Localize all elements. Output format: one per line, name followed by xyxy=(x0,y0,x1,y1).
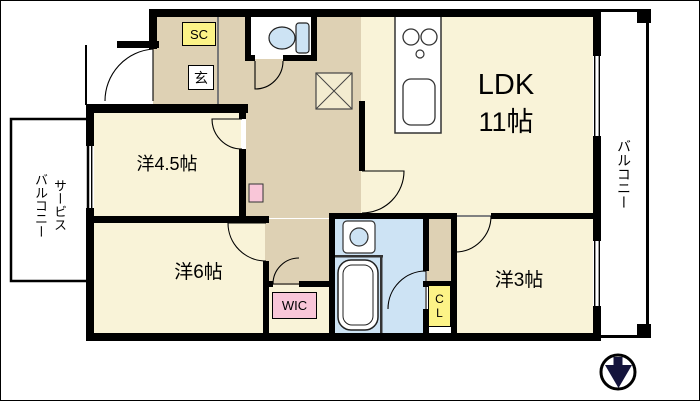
toilet-door-arc xyxy=(254,60,284,90)
balcony-label: バルコニー xyxy=(616,138,632,209)
hall-floor-top xyxy=(317,15,361,65)
genkan-step-line xyxy=(217,15,219,107)
room-label-western-4-5: 洋4.5帖 xyxy=(136,154,198,174)
bathroom xyxy=(333,255,383,335)
walk-in-closet-label: WIC xyxy=(272,292,317,319)
western-6-door-arc xyxy=(227,222,267,262)
ldk-name: LDK xyxy=(477,69,535,101)
walls xyxy=(85,9,601,341)
service-balcony-label-line2: バルコニー xyxy=(33,172,48,238)
western-4-5-floor xyxy=(92,111,241,218)
wic-door-arc xyxy=(272,257,300,285)
closet-label: CL xyxy=(428,285,451,327)
hall-floor-cl xyxy=(427,217,453,285)
western-6-floor xyxy=(92,221,265,335)
balcony-right xyxy=(601,9,651,338)
western-3-door-arc xyxy=(454,215,492,253)
compass-north-icon xyxy=(599,353,637,391)
bathtub-inner-icon xyxy=(342,264,374,326)
ldk-size: 11帖 xyxy=(478,106,534,137)
washing-machine-icon xyxy=(315,72,353,110)
room-label-western-6: 洋6帖 xyxy=(174,261,223,283)
room-label-ldk: LDK 11帖 xyxy=(426,67,586,140)
ldk-door-arc xyxy=(361,170,405,214)
sink-icon xyxy=(402,78,436,126)
entrance-label: 玄 xyxy=(188,65,214,90)
closet-marker xyxy=(248,183,264,203)
shoe-closet-label: SC xyxy=(182,22,216,46)
stove-burner-icon xyxy=(415,49,425,59)
stove-burner-icon xyxy=(420,28,438,46)
washbasin-icon xyxy=(342,220,376,254)
door-arcs xyxy=(104,48,492,310)
washroom-door-arc xyxy=(387,270,427,310)
service-balcony-label-line1: サービス xyxy=(52,179,67,231)
hall-floor-wic xyxy=(265,219,331,285)
service-balcony-outline xyxy=(9,117,90,283)
bathtub-icon xyxy=(337,259,379,331)
western-4-5-door-arc xyxy=(211,118,243,150)
western-3-floor xyxy=(453,217,595,335)
kitchen-counter-icon xyxy=(394,14,442,134)
room-label-western-3: 洋3帖 xyxy=(494,269,544,291)
entrance-door-arc xyxy=(104,48,154,102)
service-balcony-label: サービスバルコニー xyxy=(31,131,69,279)
toilet-icon xyxy=(268,22,310,54)
stove-burner-icon xyxy=(402,28,420,46)
